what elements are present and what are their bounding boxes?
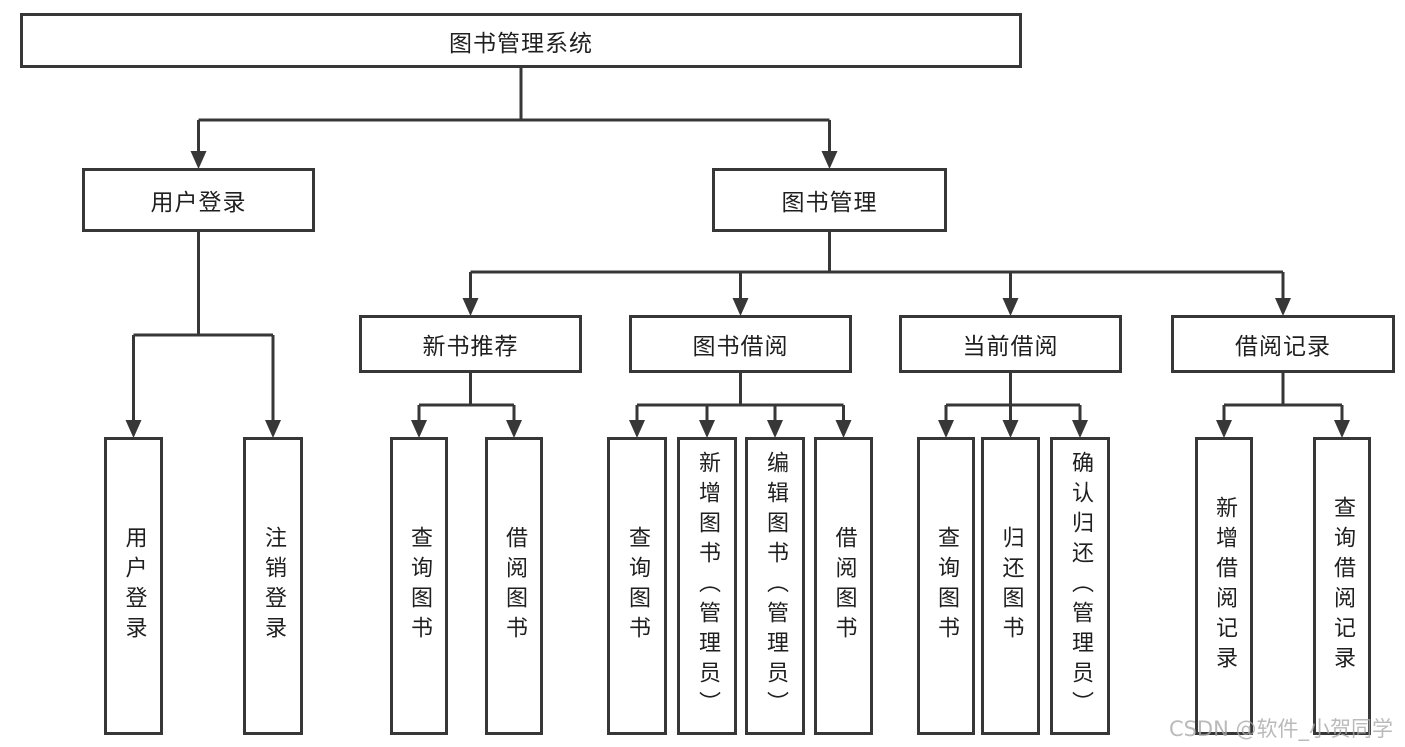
node-borrowing-records: 借阅记录 [1171, 315, 1395, 373]
leaf-borrow-books-borrowing-label: 借阅图书 [831, 526, 857, 646]
leaf-return-books-label: 归还图书 [998, 526, 1024, 646]
node-book-borrowing-label: 图书借阅 [692, 334, 789, 360]
leaf-add-book-admin: 新增图书（管理员） [677, 437, 737, 735]
leaf-user-login: 用户登录 [104, 437, 163, 735]
leaf-query-books-current: 查询图书 [917, 437, 975, 735]
node-current-borrowing-label: 当前借阅 [962, 334, 1059, 360]
node-book-management-label: 图书管理 [781, 190, 878, 216]
leaf-borrow-books-borrowing: 借阅图书 [814, 437, 873, 735]
leaf-logout-label: 注销登录 [261, 526, 286, 646]
node-new-book-recommend: 新书推荐 [359, 315, 582, 373]
leaf-logout: 注销登录 [243, 437, 303, 735]
leaf-add-borrow-record-label: 新增借阅记录 [1212, 496, 1237, 676]
leaf-confirm-return-admin-label: 确认归还（管理员） [1068, 451, 1093, 721]
leaf-user-login-label: 用户登录 [121, 526, 147, 646]
leaf-query-books-borrowing-label: 查询图书 [625, 526, 650, 646]
node-current-borrowing: 当前借阅 [899, 315, 1122, 373]
node-book-management: 图书管理 [712, 168, 947, 232]
node-user-login-label: 用户登录 [150, 190, 247, 216]
node-new-book-recommend-label: 新书推荐 [422, 334, 519, 360]
leaf-query-books-recommend: 查询图书 [390, 437, 448, 735]
node-user-login: 用户登录 [82, 168, 315, 232]
leaf-query-books-recommend-label: 查询图书 [407, 526, 432, 646]
leaf-add-book-admin-label: 新增图书（管理员） [695, 451, 720, 721]
leaf-query-books-borrowing: 查询图书 [607, 437, 667, 735]
node-root: 图书管理系统 [20, 13, 1022, 68]
leaf-edit-book-admin-label: 编辑图书（管理员） [763, 451, 788, 721]
leaf-query-borrow-record-label: 查询借阅记录 [1330, 496, 1355, 676]
node-root-label: 图书管理系统 [449, 30, 593, 57]
leaf-confirm-return-admin: 确认归还（管理员） [1050, 437, 1110, 735]
node-borrowing-records-label: 借阅记录 [1235, 334, 1331, 360]
leaf-query-borrow-record: 查询借阅记录 [1313, 437, 1371, 735]
leaf-borrow-books-recommend: 借阅图书 [485, 437, 543, 735]
leaf-borrow-books-recommend-label: 借阅图书 [502, 526, 527, 646]
leaf-edit-book-admin: 编辑图书（管理员） [745, 437, 805, 735]
leaf-return-books: 归还图书 [981, 437, 1040, 735]
leaf-add-borrow-record: 新增借阅记录 [1195, 437, 1253, 735]
leaf-query-books-current-label: 查询图书 [934, 526, 959, 646]
node-book-borrowing: 图书借阅 [629, 315, 852, 373]
connector-wires [132, 68, 1344, 420]
